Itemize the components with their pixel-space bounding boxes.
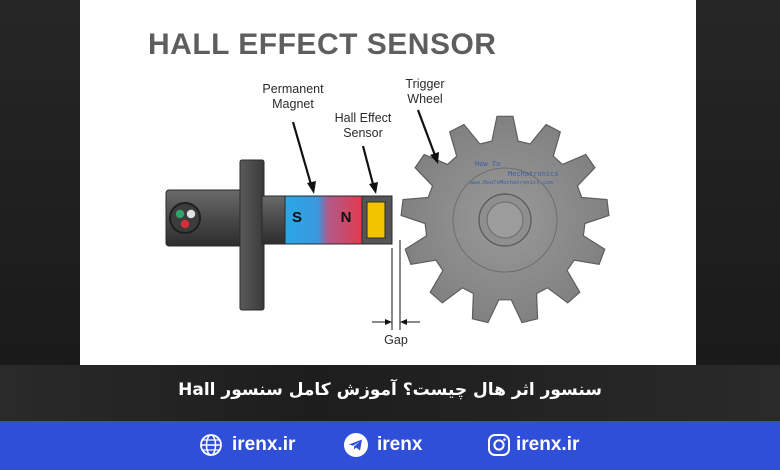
hall-sensor-diagram (165, 109, 610, 330)
pole-s-label: S (291, 209, 302, 226)
website-link[interactable]: irenx.ir (198, 428, 295, 462)
leader-arrows (291, 109, 439, 194)
diagram-title: HALL EFFECT SENSOR (148, 28, 497, 61)
caption-text: سنسور اثر هال چیست؟ آموزش کامل سنسور Hal… (178, 380, 602, 400)
background-right (696, 0, 780, 365)
gap-label: Gap (384, 333, 408, 347)
instagram-icon (486, 432, 512, 458)
watermark-line-3: www.HowToMechatronics.com (470, 180, 553, 186)
caption-bar (0, 365, 780, 421)
gap-marker (372, 240, 420, 330)
instagram-text: irenx.ir (516, 434, 580, 455)
telegram-text: irenx (377, 434, 423, 455)
watermark-line-1: How To (475, 160, 501, 168)
sensor-housing (165, 159, 293, 311)
instagram-link[interactable]: irenx.ir (486, 428, 579, 462)
diagram-panel: HALL EFFECT SENSOR (80, 0, 696, 365)
pole-n-label: N (340, 209, 352, 226)
watermark-line-2: Mechatronics (508, 170, 559, 178)
hall-element (366, 201, 386, 239)
background-left (0, 0, 80, 365)
telegram-icon (343, 432, 369, 458)
website-text: irenx.ir (232, 434, 296, 455)
globe-icon (198, 432, 224, 458)
telegram-link[interactable]: irenx (343, 428, 422, 462)
footer-bar (0, 421, 780, 470)
trigger-wheel (400, 115, 610, 324)
